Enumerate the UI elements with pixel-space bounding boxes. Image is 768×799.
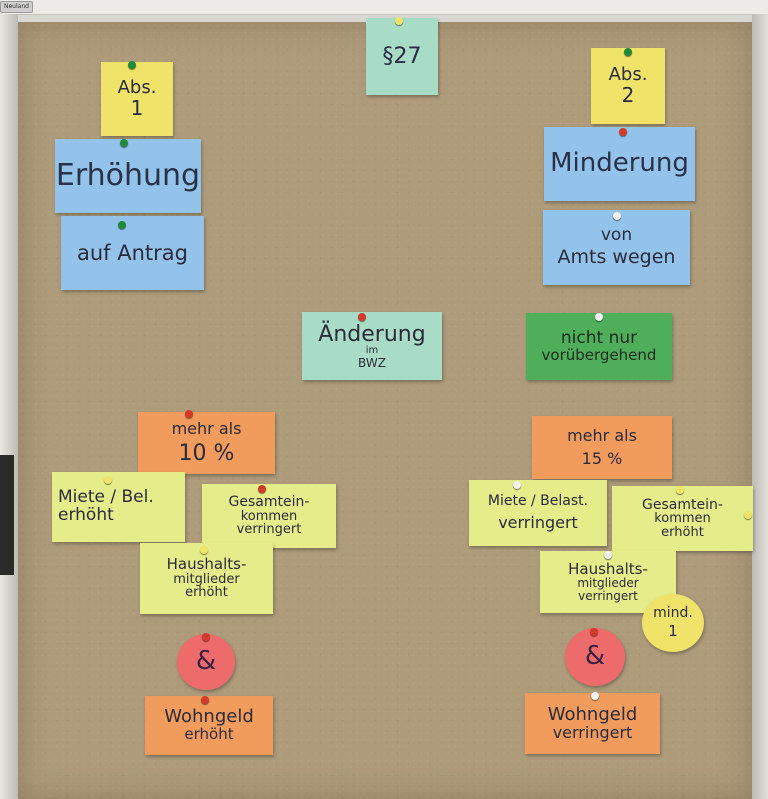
threshold-card-right: mehr als 15 % — [532, 416, 672, 479]
ex-officio-label-2: Amts wegen — [557, 246, 676, 269]
whiteboard-top-frame: Neuland — [0, 0, 768, 15]
pin-icon — [613, 212, 621, 220]
pin-icon — [200, 546, 208, 554]
income-label-right-1: Gesamtein- — [642, 496, 723, 513]
duration-card: nicht nur vorübergehend — [526, 313, 672, 380]
pin-icon — [201, 696, 209, 704]
household-state-right: verringert — [578, 588, 638, 603]
household-state-left: erhöht — [185, 585, 228, 601]
change-title: Änderung — [318, 321, 426, 347]
pin-icon — [595, 313, 603, 321]
pin-icon — [202, 633, 210, 641]
change-card: Änderung im BWZ — [302, 312, 442, 380]
rent-state-left: erhöht — [58, 505, 114, 525]
change-period: BWZ — [358, 355, 386, 370]
household-label-right-2: mitglieder — [577, 576, 639, 591]
minimum-circle: mind. 1 — [642, 594, 704, 652]
paragraph-card: §27 — [366, 18, 438, 95]
pin-icon — [118, 221, 126, 229]
minimum-label: mind. — [653, 605, 693, 622]
increase-title: Erhöhung — [55, 158, 201, 194]
duration-label-1: nicht nur — [560, 327, 638, 348]
and-symbol-right: & — [584, 641, 606, 672]
and-circle-left: & — [177, 634, 235, 690]
ex-officio-label-1: von — [600, 224, 633, 245]
dark-object-left — [0, 455, 14, 575]
duration-label-2: vorübergehend — [541, 345, 657, 364]
and-circle-right: & — [565, 628, 625, 686]
pin-icon — [128, 61, 136, 69]
income-label-left-1: Gesamtein- — [228, 494, 310, 511]
household-label-left-2: mitglieder — [173, 571, 240, 587]
result-label-left: Wohngeld — [164, 706, 254, 728]
on-request-text: auf Antrag — [77, 240, 188, 265]
rent-state-right: verringert — [498, 512, 578, 532]
pin-icon — [185, 410, 193, 418]
income-state-right: erhöht — [661, 524, 704, 540]
flipchart-stand-left — [0, 14, 18, 799]
income-card-left: Gesamtein- kommen verringert — [202, 484, 336, 548]
window-tab-label: Neuland — [0, 1, 33, 13]
pin-icon — [590, 628, 598, 636]
threshold-value-right: 15 % — [581, 448, 623, 468]
rent-card-right: Miete / Belast. verringert — [469, 480, 607, 546]
rent-label-left: Miete / Bel. — [58, 487, 154, 508]
income-label-right-2: kommen — [654, 511, 711, 527]
rent-card-left: Miete / Bel. erhöht — [52, 472, 185, 542]
change-preposition: im — [365, 345, 379, 356]
pin-icon — [104, 476, 112, 484]
section-number-right: 2 — [621, 82, 635, 107]
decrease-card: Minderung — [544, 127, 695, 201]
on-request-card: auf Antrag — [61, 216, 204, 290]
income-label-left-2: kommen — [240, 508, 298, 524]
pin-icon — [591, 692, 599, 700]
household-label-right-1: Haushalts- — [568, 559, 648, 578]
pin-icon — [513, 481, 521, 489]
and-symbol-left: & — [195, 646, 217, 677]
rent-label-right: Miete / Belast. — [487, 493, 589, 510]
pin-icon — [395, 17, 403, 25]
pin-icon — [676, 486, 684, 494]
result-card-right: Wohngeld verringert — [525, 693, 660, 754]
result-state-left: erhöht — [184, 725, 234, 744]
result-label-right: Wohngeld — [547, 703, 638, 725]
pin-icon — [744, 511, 752, 519]
paragraph-text: §27 — [382, 43, 422, 69]
threshold-value-left: 10 % — [178, 440, 235, 466]
increase-card: Erhöhung — [55, 139, 201, 213]
result-state-right: verringert — [552, 722, 633, 742]
threshold-label-right: mehr als — [567, 425, 637, 445]
pin-icon — [619, 128, 627, 136]
section-card-right: Abs. 2 — [591, 48, 665, 124]
income-state-left: verringert — [236, 522, 302, 538]
result-card-left: Wohngeld erhöht — [145, 696, 273, 755]
income-card-right: Gesamtein- kommen erhöht — [612, 486, 753, 551]
minimum-value: 1 — [668, 621, 678, 640]
decrease-title: Minderung — [550, 148, 689, 179]
threshold-label-left: mehr als — [171, 419, 242, 439]
section-label-right: Abs. — [608, 64, 648, 86]
pin-icon — [604, 551, 612, 559]
pin-icon — [258, 485, 266, 493]
flipchart-stand-right — [752, 14, 768, 799]
threshold-card-left: mehr als 10 % — [138, 412, 275, 474]
pin-icon — [358, 313, 366, 321]
section-number-left: 1 — [130, 95, 144, 120]
household-label-left-1: Haushalts- — [166, 554, 247, 573]
household-card-left: Haushalts- mitglieder erhöht — [140, 543, 273, 614]
pin-icon — [120, 139, 128, 147]
ex-officio-card: von Amts wegen — [543, 210, 690, 285]
pin-icon — [624, 48, 632, 56]
section-card-left: Abs. 1 — [101, 62, 173, 136]
section-label-left: Abs. — [117, 77, 157, 99]
